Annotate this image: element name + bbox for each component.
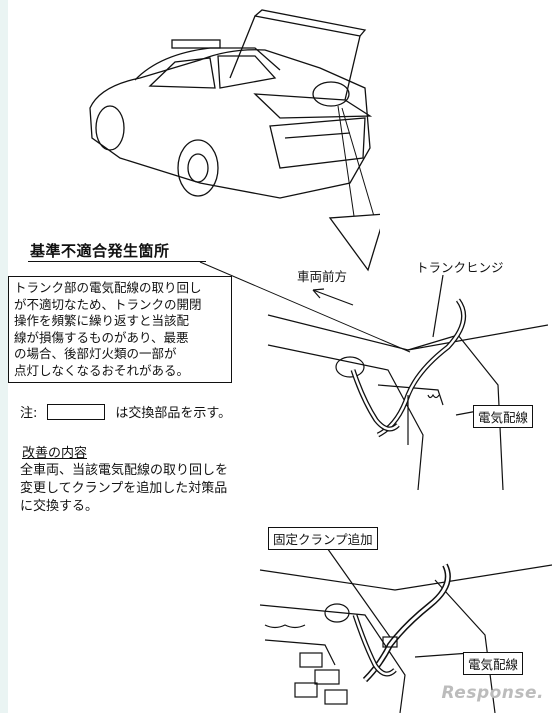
response-watermark: Response. bbox=[441, 683, 544, 703]
wiring-label-upper: 電気配線 bbox=[473, 405, 534, 428]
trunk-hinge-label: トランクヒンジ bbox=[416, 260, 504, 275]
car-illustration bbox=[89, 9, 380, 272]
note-suffix: は交換部品を示す。 bbox=[115, 406, 232, 421]
improvement-body: 全車両、当該電気配線の取り回しを 変更してクランプを追加した対策品 に交換する。 bbox=[20, 463, 229, 514]
trunk-wiring-detail-after bbox=[259, 545, 552, 713]
page-edge-strip bbox=[0, 0, 8, 713]
note-prefix: 注: bbox=[20, 406, 38, 421]
trunk-wiring-detail-before bbox=[267, 275, 548, 490]
replacement-part-legend-box bbox=[47, 403, 106, 420]
heading-underline bbox=[28, 261, 206, 262]
wiring-label-lower: 電気配線 bbox=[463, 652, 524, 675]
nonconformity-location-heading: 基準不適合発生箇所 bbox=[30, 242, 170, 260]
fixed-clamp-added-label: 固定クランプ追加 bbox=[268, 527, 378, 550]
defect-description-box: トランク部の電気配線の取り回し が不適切なため、トランクの開閉 操作を頻繁に繰り… bbox=[8, 276, 232, 383]
vehicle-front-label: 車両前方 bbox=[297, 269, 348, 284]
improvement-heading: 改善の内容 bbox=[22, 446, 88, 461]
replacement-parts-note: 注: は交換部品を示す。 bbox=[20, 402, 231, 421]
